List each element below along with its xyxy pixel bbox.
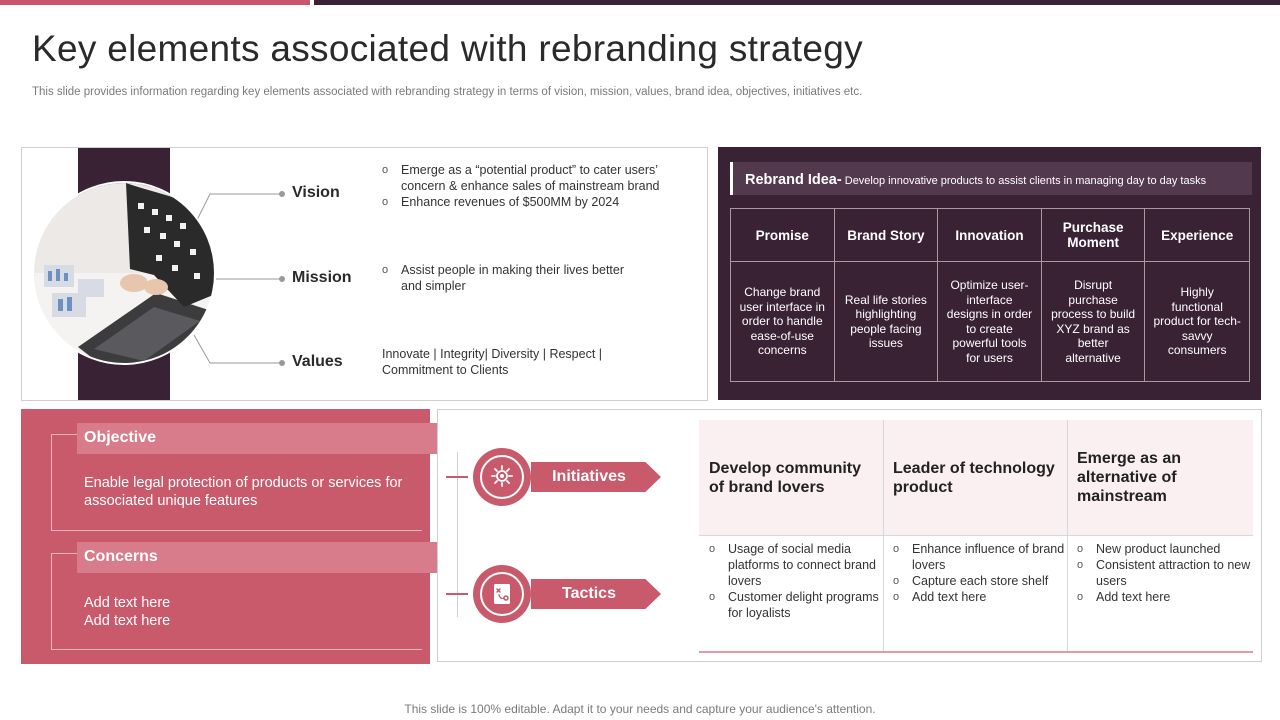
objective-text: Enable legal protection of products or s… bbox=[84, 475, 403, 509]
concerns-line: Add text here bbox=[84, 613, 171, 629]
footer-note: This slide is 100% editable. Adapt it to… bbox=[404, 702, 876, 716]
concerns-heading: Concerns bbox=[77, 542, 439, 573]
column-heading: Emerge as an alternative of mainstream bbox=[1077, 450, 1182, 505]
divider-line bbox=[51, 530, 422, 531]
top-dark-bar bbox=[314, 0, 1280, 5]
table-cell: Change brand user interface in order to … bbox=[731, 262, 835, 381]
row-separator bbox=[699, 535, 1253, 536]
column-bullet: Capture each store shelf bbox=[893, 573, 1069, 589]
tactics-icon-badge bbox=[473, 565, 531, 623]
column-bullet: Consistent attraction to new users bbox=[1077, 557, 1253, 589]
values-text: Innovate | Integrity| Diversity | Respec… bbox=[382, 347, 603, 377]
columns-header-bg bbox=[699, 420, 1253, 535]
divider-line bbox=[51, 553, 52, 649]
divider-line bbox=[51, 434, 77, 435]
strategy-board-icon bbox=[494, 584, 510, 604]
connector-lines bbox=[193, 191, 285, 366]
mission-label: Mission bbox=[292, 269, 352, 286]
column-bullets: Enhance influence of brand lovers Captur… bbox=[893, 541, 1069, 605]
objective-concerns-panel: Objective Enable legal protection of pro… bbox=[21, 409, 439, 664]
column-bullet: Add text here bbox=[893, 589, 1069, 605]
column-heading: Leader of technology product bbox=[893, 459, 1055, 496]
timeline-tick bbox=[446, 476, 468, 478]
rebrand-idea-text: Develop innovative products to assist cl… bbox=[841, 175, 1207, 187]
brain-gear-icon bbox=[491, 465, 513, 487]
column-bullet: Customer delight programs for loyalists bbox=[709, 589, 885, 621]
table-cell: Optimize user-interface designs in order… bbox=[938, 262, 1042, 381]
table-header: Innovation bbox=[938, 209, 1042, 262]
table-header: Purchase Moment bbox=[1041, 209, 1146, 262]
divider-line bbox=[51, 649, 422, 650]
initiatives-icon-badge bbox=[473, 448, 531, 506]
vision-bullet: Enhance revenues of $500MM by 2024 bbox=[382, 194, 662, 210]
column-heading: Develop community of brand lovers bbox=[709, 459, 862, 496]
concerns-line: Add text here bbox=[84, 595, 171, 611]
initiatives-tactics-panel: Initiatives Tactics Develop community of… bbox=[437, 409, 1262, 662]
mission-bullet: Assist people in making their lives bett… bbox=[382, 262, 627, 294]
column-separator bbox=[1067, 420, 1068, 652]
divider-line bbox=[51, 553, 77, 554]
objective-heading: Objective bbox=[77, 423, 439, 454]
rebrand-idea-heading: Rebrand Idea- bbox=[745, 172, 842, 188]
column-bullets: Usage of social media platforms to conne… bbox=[709, 541, 885, 621]
vision-bullets: Emerge as a “potential product” to cater… bbox=[382, 162, 662, 210]
column-bullet: Enhance influence of brand lovers bbox=[893, 541, 1069, 573]
top-accent-bar bbox=[0, 0, 310, 5]
table-header: Experience bbox=[1145, 209, 1249, 262]
column-bullet: New product launched bbox=[1077, 541, 1253, 557]
table-cell: Real life stories highlighting people fa… bbox=[835, 262, 939, 381]
column-bullet: Usage of social media platforms to conne… bbox=[709, 541, 885, 589]
page-title: Key elements associated with rebranding … bbox=[32, 28, 863, 69]
vision-mission-values-panel: Vision Emerge as a “potential product” t… bbox=[21, 147, 708, 401]
rebrand-idea-bar: Rebrand Idea- Develop innovative product… bbox=[730, 162, 1252, 195]
table-header: Brand Story bbox=[834, 209, 939, 262]
column-bullets: New product launched Consistent attracti… bbox=[1077, 541, 1253, 605]
vision-bullet: Emerge as a “potential product” to cater… bbox=[382, 162, 662, 194]
timeline-line bbox=[457, 452, 458, 617]
column-separator bbox=[883, 420, 884, 652]
table-cell: Highly functional product for tech-savvy… bbox=[1153, 285, 1241, 358]
table-header: Promise bbox=[731, 209, 835, 262]
divider-line bbox=[51, 434, 52, 530]
values-label: Values bbox=[292, 353, 343, 370]
mission-bullets: Assist people in making their lives bett… bbox=[382, 262, 627, 294]
initiatives-label: Initiatives bbox=[531, 462, 661, 492]
column-bullet: Add text here bbox=[1077, 589, 1253, 605]
office-photo bbox=[32, 181, 216, 365]
page-subtitle: This slide provides information regardin… bbox=[32, 86, 863, 98]
rebrand-idea-panel: Rebrand Idea- Develop innovative product… bbox=[718, 147, 1261, 400]
table-cell: Disrupt purchase process to build XYZ br… bbox=[1042, 262, 1146, 381]
timeline-tick bbox=[446, 593, 468, 595]
rebrand-idea-table: Promise Brand Story Innovation Purchase … bbox=[730, 208, 1250, 382]
tactics-label: Tactics bbox=[531, 579, 661, 609]
bottom-accent-line bbox=[699, 651, 1253, 653]
vision-label: Vision bbox=[292, 184, 340, 201]
